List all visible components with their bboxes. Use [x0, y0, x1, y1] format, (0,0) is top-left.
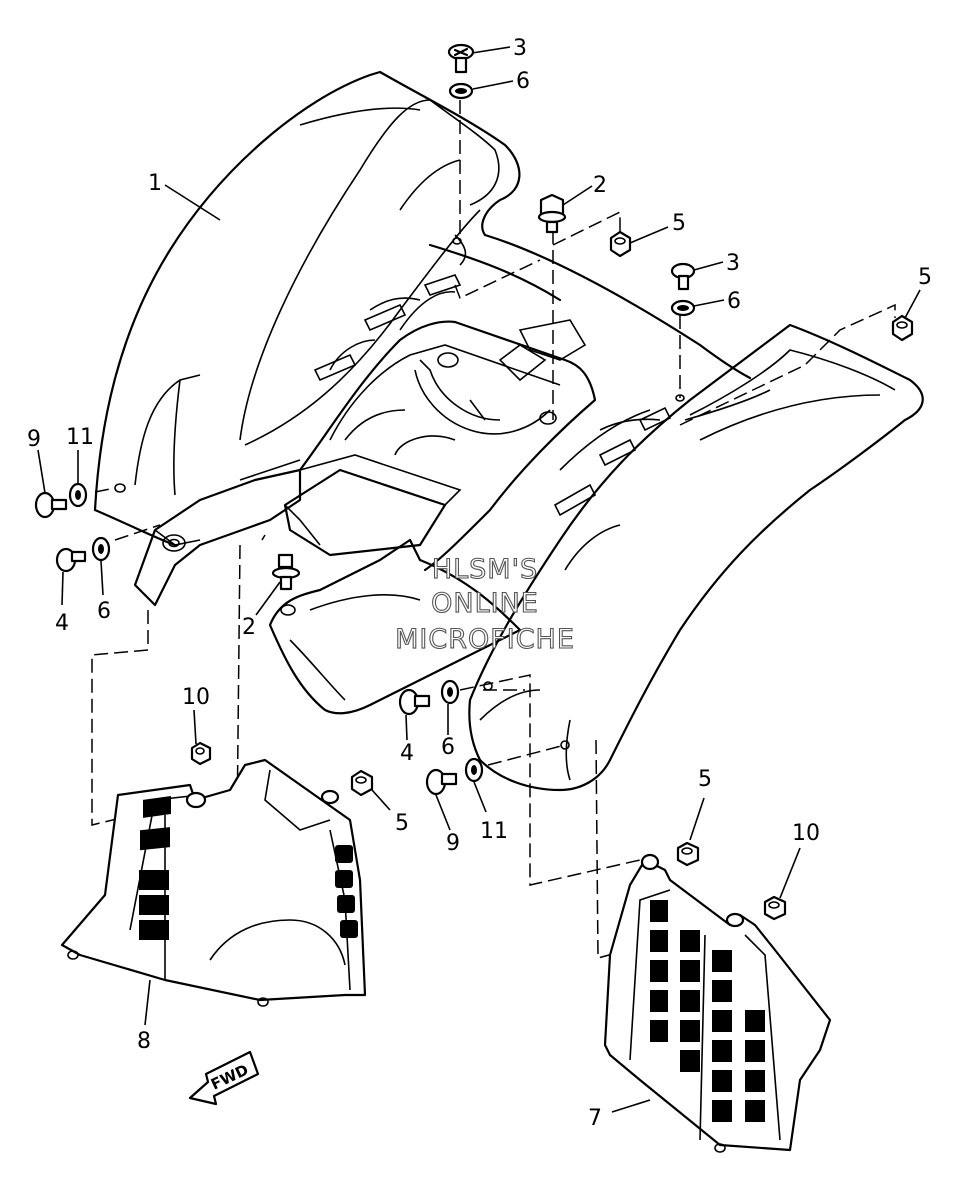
callout-10: 10 — [792, 821, 820, 846]
nut-icon — [609, 230, 632, 258]
watermark-line-1: HLSM'S — [432, 554, 538, 585]
callout-9: 9 — [446, 831, 460, 856]
screw-icon — [670, 262, 696, 291]
flap-left-vents — [139, 795, 358, 940]
callout-9: 9 — [27, 427, 41, 452]
fwd-arrow-icon: FWD — [188, 1050, 260, 1106]
washer-icon — [440, 679, 460, 705]
screw-icon — [447, 43, 475, 74]
callout-8: 8 — [137, 1029, 151, 1054]
screw-icon — [34, 491, 68, 519]
callout-6: 6 — [441, 735, 455, 760]
nut-icon — [891, 314, 914, 342]
hardware — [34, 43, 914, 921]
flap-left — [60, 758, 367, 1007]
watermark-line-3: MICROFICHE — [395, 624, 575, 655]
callout-4: 4 — [400, 741, 414, 766]
watermark: HLSM'S ONLINE MICROFICHE — [395, 553, 575, 655]
nut-icon — [350, 769, 374, 797]
callout-5: 5 — [395, 811, 409, 836]
washer-icon — [68, 482, 88, 508]
washer-icon — [464, 757, 484, 783]
washer-icon — [670, 299, 696, 317]
bolt-icon — [271, 553, 301, 591]
callout-1: 1 — [148, 171, 162, 196]
screw-icon — [55, 547, 87, 573]
callout-labels: 3 6 2 5 3 6 5 1 9 11 4 6 2 10 5 4 6 9 11… — [27, 36, 932, 1131]
flap-right — [603, 853, 832, 1153]
screw-icon — [425, 768, 458, 796]
callout-6: 6 — [727, 289, 741, 314]
callout-6: 6 — [516, 69, 530, 94]
callout-2: 2 — [242, 615, 256, 640]
callout-4: 4 — [55, 611, 69, 636]
nut-icon — [190, 741, 212, 766]
callout-11: 11 — [66, 425, 94, 450]
callout-10: 10 — [182, 685, 210, 710]
callout-5: 5 — [672, 211, 686, 236]
callout-11: 11 — [480, 819, 508, 844]
leader-lines — [37, 46, 921, 1113]
flap-right-vents — [650, 900, 765, 1122]
watermark-line-2: ONLINE — [431, 588, 539, 619]
rear-fender — [93, 70, 924, 792]
callout-3: 3 — [726, 251, 740, 276]
callout-3: 3 — [513, 36, 527, 61]
callout-7: 7 — [588, 1106, 602, 1131]
nut-icon — [676, 841, 700, 867]
callout-5: 5 — [698, 767, 712, 792]
callout-5: 5 — [918, 265, 932, 290]
washer-icon — [91, 536, 111, 562]
washer-icon — [448, 82, 474, 100]
nut-icon — [763, 895, 787, 921]
callout-2: 2 — [593, 173, 607, 198]
bolt-icon — [537, 193, 567, 234]
screw-icon — [398, 688, 431, 716]
callout-6: 6 — [97, 599, 111, 624]
